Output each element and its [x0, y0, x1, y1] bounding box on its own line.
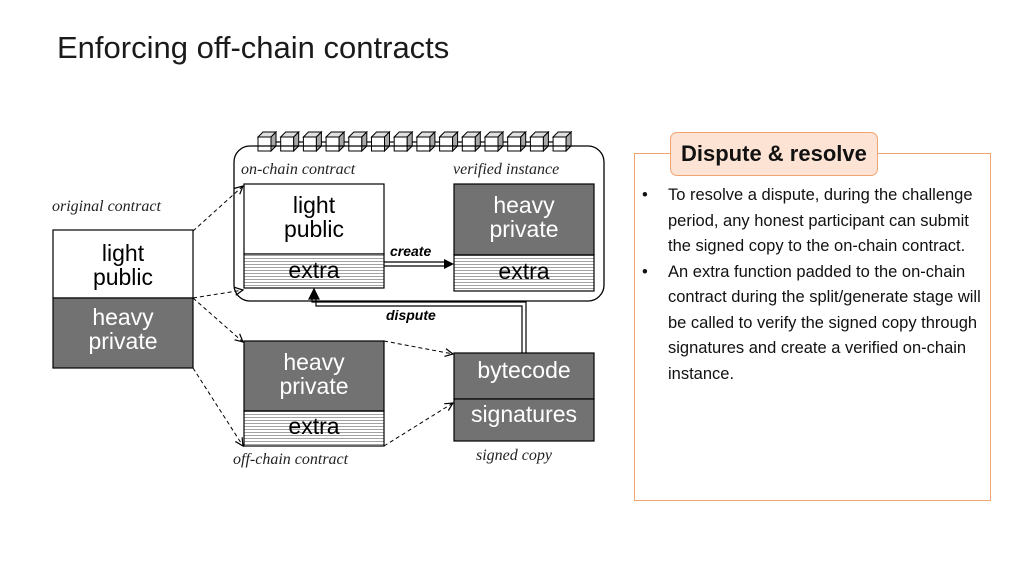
dispute-arrow [308, 287, 527, 353]
chain-block-icon [347, 130, 369, 153]
bullet-list: • To resolve a dispute, during the challe… [640, 183, 985, 387]
off-chain-contract-box: heavy private extra [243, 340, 385, 447]
offchain-heavy-text: heavy [283, 349, 345, 375]
dispute-resolve-panel [634, 153, 991, 501]
original-contract-box: light public heavy private [52, 229, 194, 369]
on-chain-container [233, 145, 605, 302]
verified-private-text: private [489, 216, 558, 242]
arrow-original-to-offchain [192, 297, 243, 342]
bullet-text: An extra function padded to the on-chain… [668, 262, 981, 383]
chain-block-icon [256, 130, 278, 153]
chain-block-icon [415, 130, 437, 153]
bytecode-text: bytecode [477, 357, 570, 383]
dispute-label: dispute [386, 307, 436, 323]
page-title: Enforcing off-chain contracts [57, 30, 450, 65]
verified-heavy-text: heavy [493, 192, 555, 218]
original-heavy-text: heavy [92, 304, 154, 330]
panel-title: Dispute & resolve [670, 132, 878, 176]
arrow-offchain-extra-to-signatures [383, 403, 453, 447]
blockchain-icon [256, 130, 573, 153]
bullet-item: • To resolve a dispute, during the challe… [640, 183, 985, 260]
create-label: create [390, 243, 431, 259]
offchain-extra-text: extra [288, 413, 339, 439]
arrow-offchain-to-bytecode [383, 340, 453, 354]
chain-block-icon [529, 130, 550, 153]
verified-extra-text: extra [498, 258, 549, 284]
bullet-dot-icon: • [642, 262, 648, 281]
chain-block-icon [370, 130, 391, 153]
off-chain-contract-label: off-chain contract [233, 451, 349, 468]
original-contract-label: original contract [52, 198, 161, 215]
signed-copy-box: bytecode signatures [453, 352, 595, 442]
on-chain-contract-label: on-chain contract [241, 161, 356, 178]
chain-block-icon [302, 130, 323, 153]
bullet-dot-icon: • [642, 186, 648, 204]
bullet-item: • An extra function padded to the on-chai… [640, 260, 985, 388]
chain-block-icon [506, 130, 527, 153]
chain-block-icon [461, 130, 482, 153]
signatures-text: signatures [471, 401, 577, 427]
chain-block-icon [279, 130, 300, 153]
arrow-original-to-onchain-extra [192, 290, 243, 299]
verified-instance-box: heavy private extra [453, 183, 595, 292]
on-chain-contract-box: light public extra [243, 183, 385, 289]
signed-copy-label: signed copy [476, 447, 553, 464]
chain-block-icon [324, 130, 346, 153]
bullet-text: To resolve a dispute, during the challen… [668, 186, 973, 255]
onchain-light-text: light [293, 192, 336, 218]
arrow-original-to-offchain-extra [192, 367, 243, 446]
onchain-public-text: public [284, 216, 344, 242]
chain-block-icon [483, 130, 505, 153]
chain-block-icon [551, 130, 573, 153]
original-public-text: public [93, 264, 153, 290]
chain-block-icon [392, 130, 414, 153]
create-arrow [384, 259, 454, 269]
original-private-text: private [88, 328, 157, 354]
offchain-private-text: private [279, 373, 348, 399]
arrow-original-to-onchain [192, 186, 243, 232]
onchain-extra-text: extra [288, 257, 339, 283]
chain-block-icon [438, 130, 459, 153]
original-light-text: light [102, 240, 145, 266]
verified-instance-label: verified instance [453, 161, 559, 178]
